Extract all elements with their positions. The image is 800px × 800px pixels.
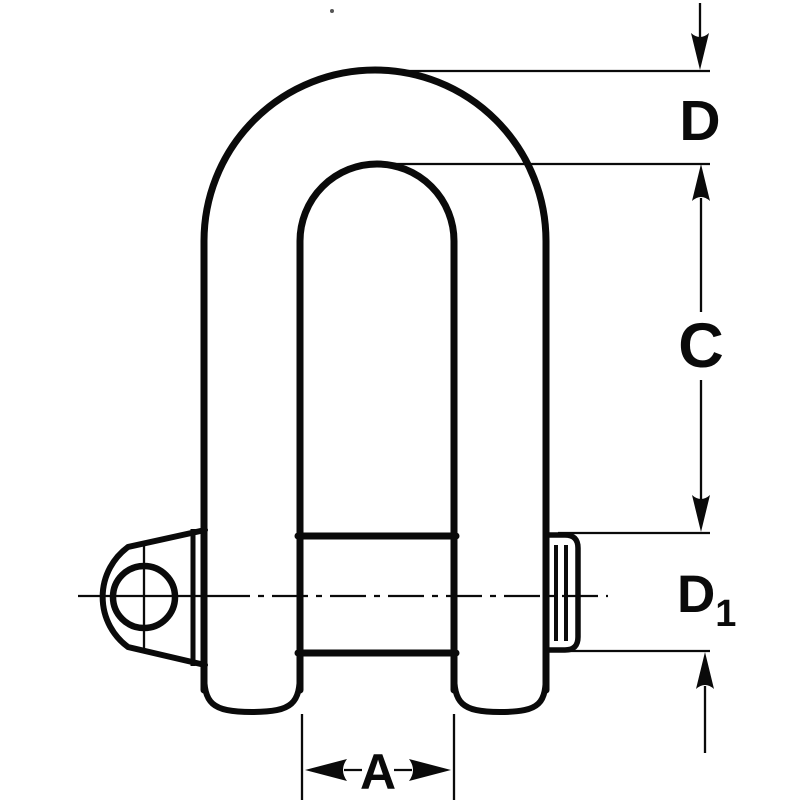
pin-end-cap [545,532,581,653]
right-leg-bottom-cap [451,669,549,716]
dim-C-arrowhead-down [692,495,710,532]
pin-eye-head [99,527,208,668]
pin-head-outline [99,527,208,668]
dim-C-label: C [678,311,724,381]
dim-D-arrowhead-down [691,33,709,70]
shackle-inner-contour [296,160,458,694]
dim-A-label: A [360,744,396,800]
shackle-body [200,66,550,716]
dim-C-arrowhead-up [692,164,710,201]
dimensions: D C D1 A [300,3,736,800]
dim-A-arrowhead-right [409,759,451,781]
centerlines [78,543,608,648]
pin-end-cap-outline [545,532,581,653]
shackle-pin [99,527,581,668]
dim-D1-label: D1 [677,565,736,635]
dim-D1-label-subscript: 1 [715,593,736,635]
scan-artifact-dot [330,9,334,13]
dim-D-label: D [679,89,720,153]
shackle-outer-contour [200,66,550,694]
dim-D1-label-main: D [677,565,715,624]
dim-A-arrowhead-left [305,759,347,781]
dim-D1-arrowhead-up [696,652,714,689]
left-leg-bottom-cap [201,669,303,716]
